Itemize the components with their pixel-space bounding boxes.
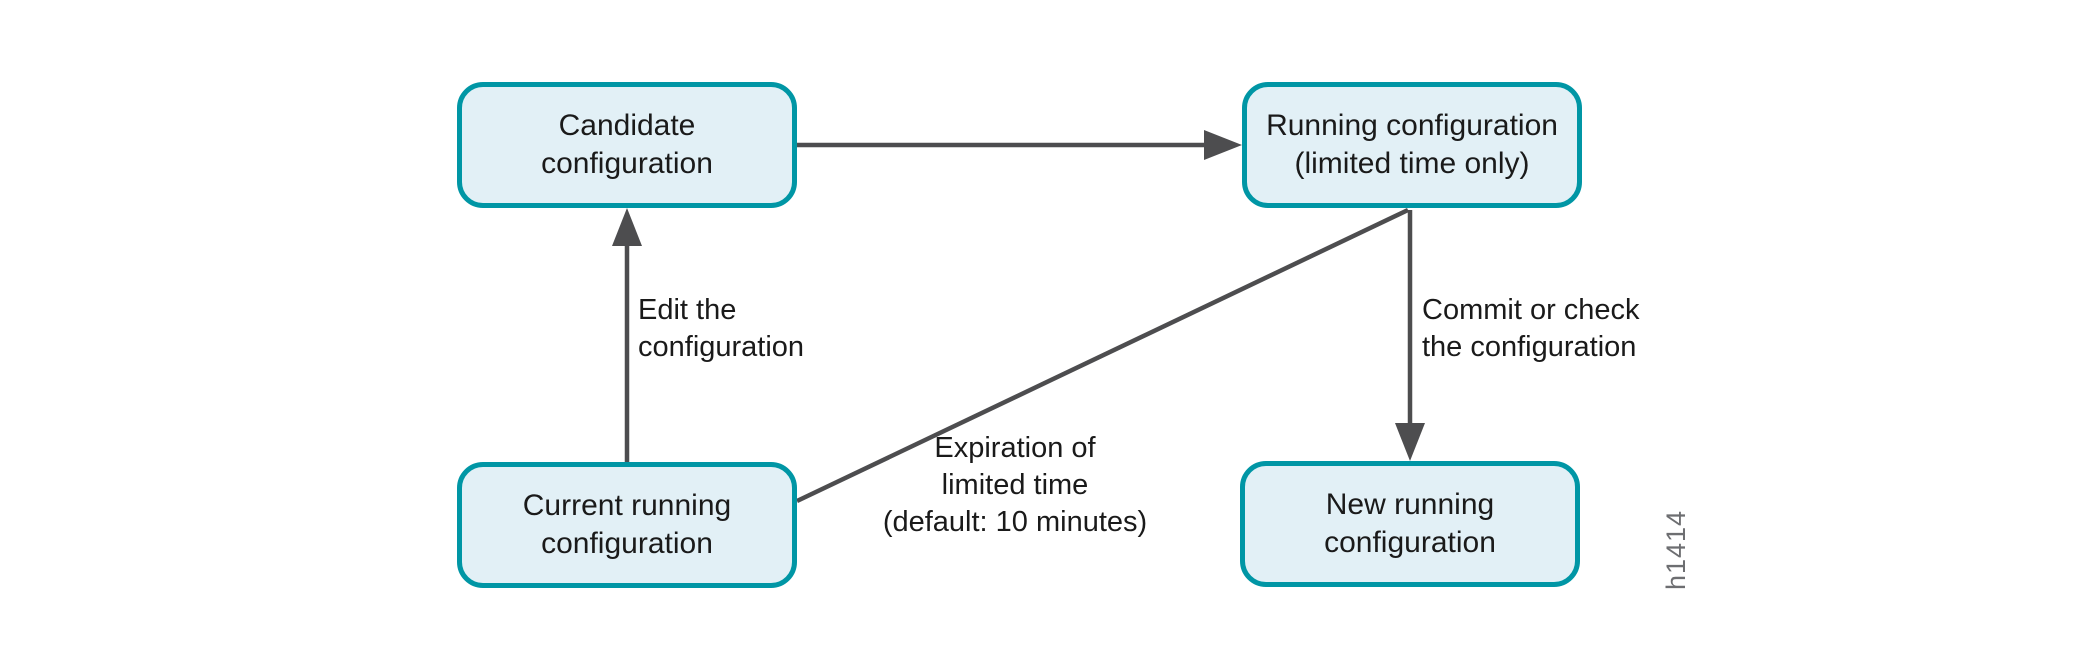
- edge-label-edit-configuration: Edit the configuration: [638, 294, 805, 363]
- node-current-running-configuration: Current running configuration: [457, 462, 797, 588]
- node-current-running-label: Current running configuration: [522, 489, 732, 560]
- edge-running-to-new-arrowhead-icon: [1395, 423, 1425, 461]
- node-new-running-configuration: New running configuration: [1240, 461, 1580, 587]
- node-running-limited-label: Running configuration (limited time only…: [1266, 109, 1558, 180]
- node-running-configuration-limited: Running configuration (limited time only…: [1242, 82, 1582, 208]
- edge-current-to-candidate-arrowhead-icon: [612, 208, 642, 246]
- node-candidate-configuration: Candidate configuration: [457, 82, 797, 208]
- node-new-running-label: New running configuration: [1324, 488, 1496, 559]
- figure-id-watermark: h1414: [1661, 509, 1691, 591]
- edge-candidate-to-running-arrowhead-icon: [1204, 130, 1242, 160]
- node-candidate-label: Candidate configuration: [541, 109, 713, 180]
- edge-label-commit-or-check: Commit or check the configuration: [1422, 294, 1640, 363]
- edge-label-expiration-limited-time: Expiration of limited time (default: 10 …: [882, 432, 1148, 538]
- edge-running-to-current-line: [796, 207, 1409, 504]
